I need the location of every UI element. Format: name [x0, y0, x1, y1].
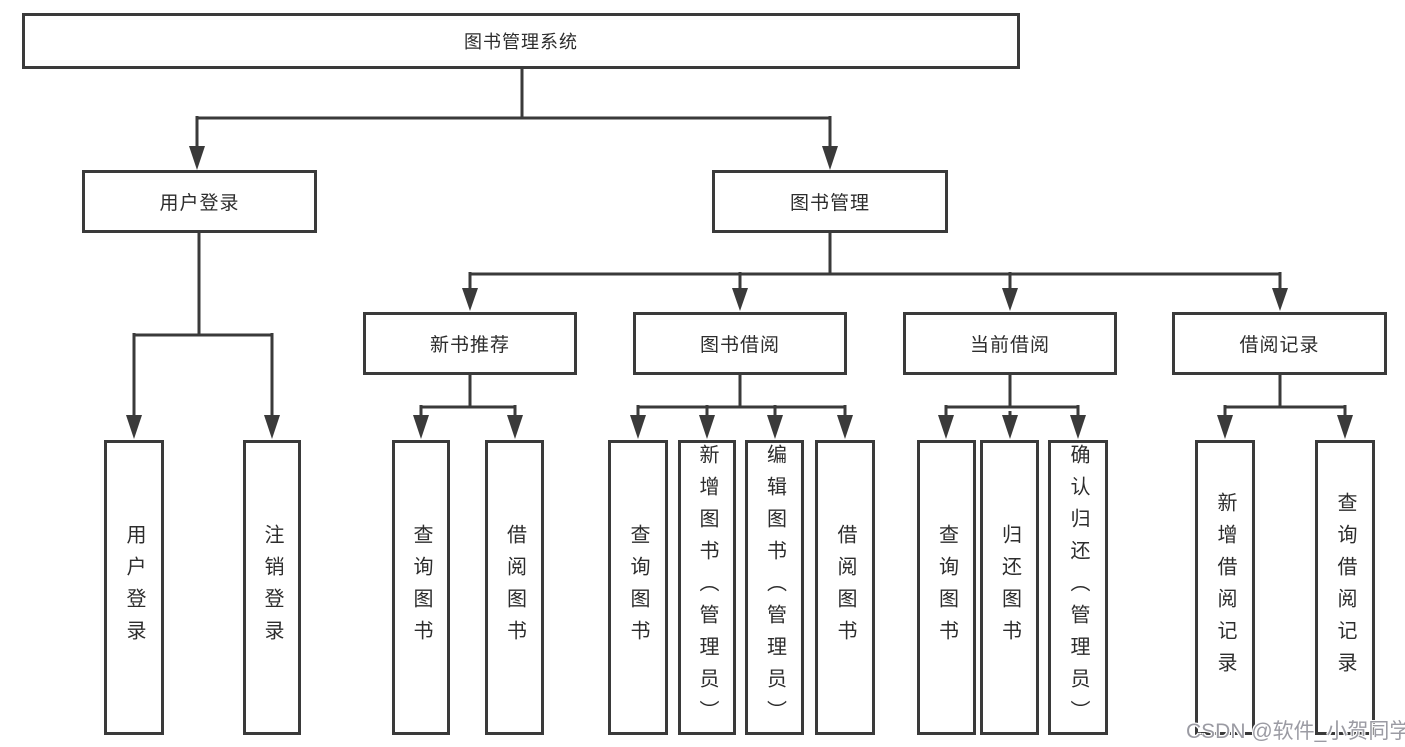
node-new-book-recommend: 新书推荐 [363, 312, 577, 375]
leaf-user-login: 用户登录 [104, 440, 164, 735]
leaf-query-books-borrow: 查询图书 [608, 440, 668, 735]
leaf-return-books: 归还图书 [980, 440, 1039, 735]
leaf-edit-books-admin: 编辑图书（管理员） [745, 440, 804, 735]
leaf-add-borrow-record: 新增借阅记录 [1195, 440, 1255, 735]
node-root: 图书管理系统 [22, 13, 1020, 69]
node-book-management: 图书管理 [712, 170, 948, 233]
leaf-query-books-recommend: 查询图书 [392, 440, 450, 735]
watermark: CSDN @软件_小贺同学 [1186, 720, 1405, 743]
leaf-borrow-books-recommend: 借阅图书 [485, 440, 544, 735]
leaf-add-books-admin: 新增图书（管理员） [678, 440, 736, 735]
leaf-logout: 注销登录 [243, 440, 301, 735]
node-book-borrow: 图书借阅 [633, 312, 847, 375]
leaf-query-borrow-record: 查询借阅记录 [1315, 440, 1375, 735]
leaf-query-books-current: 查询图书 [917, 440, 976, 735]
node-current-borrow: 当前借阅 [903, 312, 1117, 375]
leaf-borrow-books: 借阅图书 [815, 440, 875, 735]
node-user-login: 用户登录 [82, 170, 317, 233]
leaf-confirm-return-admin: 确认归还（管理员） [1048, 440, 1108, 735]
node-borrow-records: 借阅记录 [1172, 312, 1387, 375]
